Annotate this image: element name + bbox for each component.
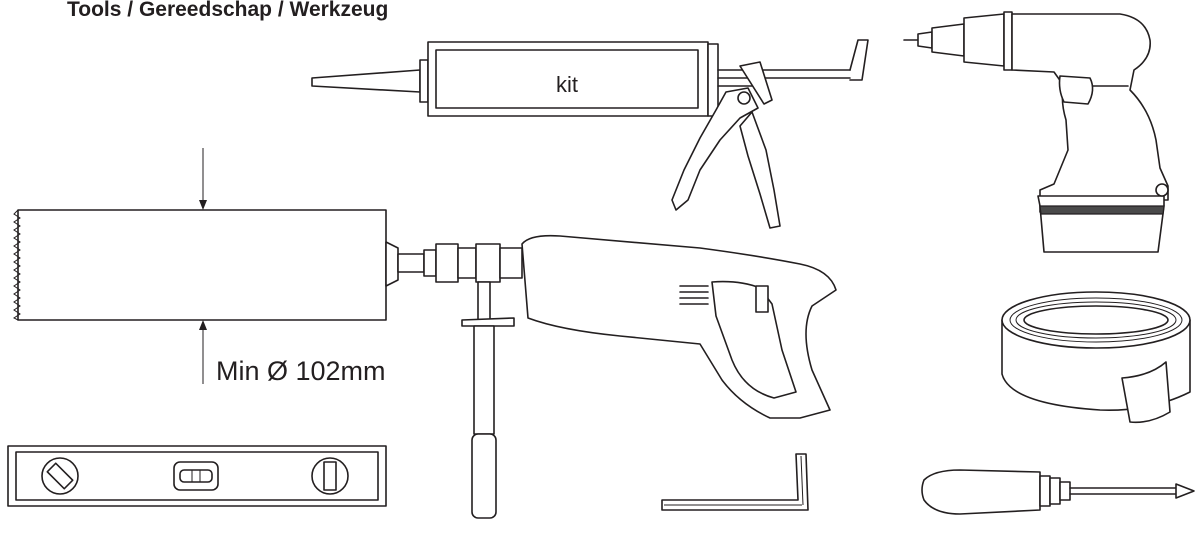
kit-label: kit [556, 72, 578, 97]
cordless-drill-icon [903, 11, 1169, 253]
page-title: Tools / Gereedschap / Werkzeug [67, 0, 389, 21]
allen-key-icon [661, 453, 809, 511]
hammer-drill-icon [423, 234, 837, 519]
screwdriver-icon [921, 469, 1195, 515]
hole-saw-icon: Min Ø 102mm [13, 148, 425, 386]
tape-roll-icon [1001, 291, 1191, 424]
caulking-gun-icon: kit [311, 39, 869, 229]
hole-saw-dimension-label: Min Ø 102mm [216, 356, 386, 386]
spirit-level-icon [7, 445, 387, 507]
